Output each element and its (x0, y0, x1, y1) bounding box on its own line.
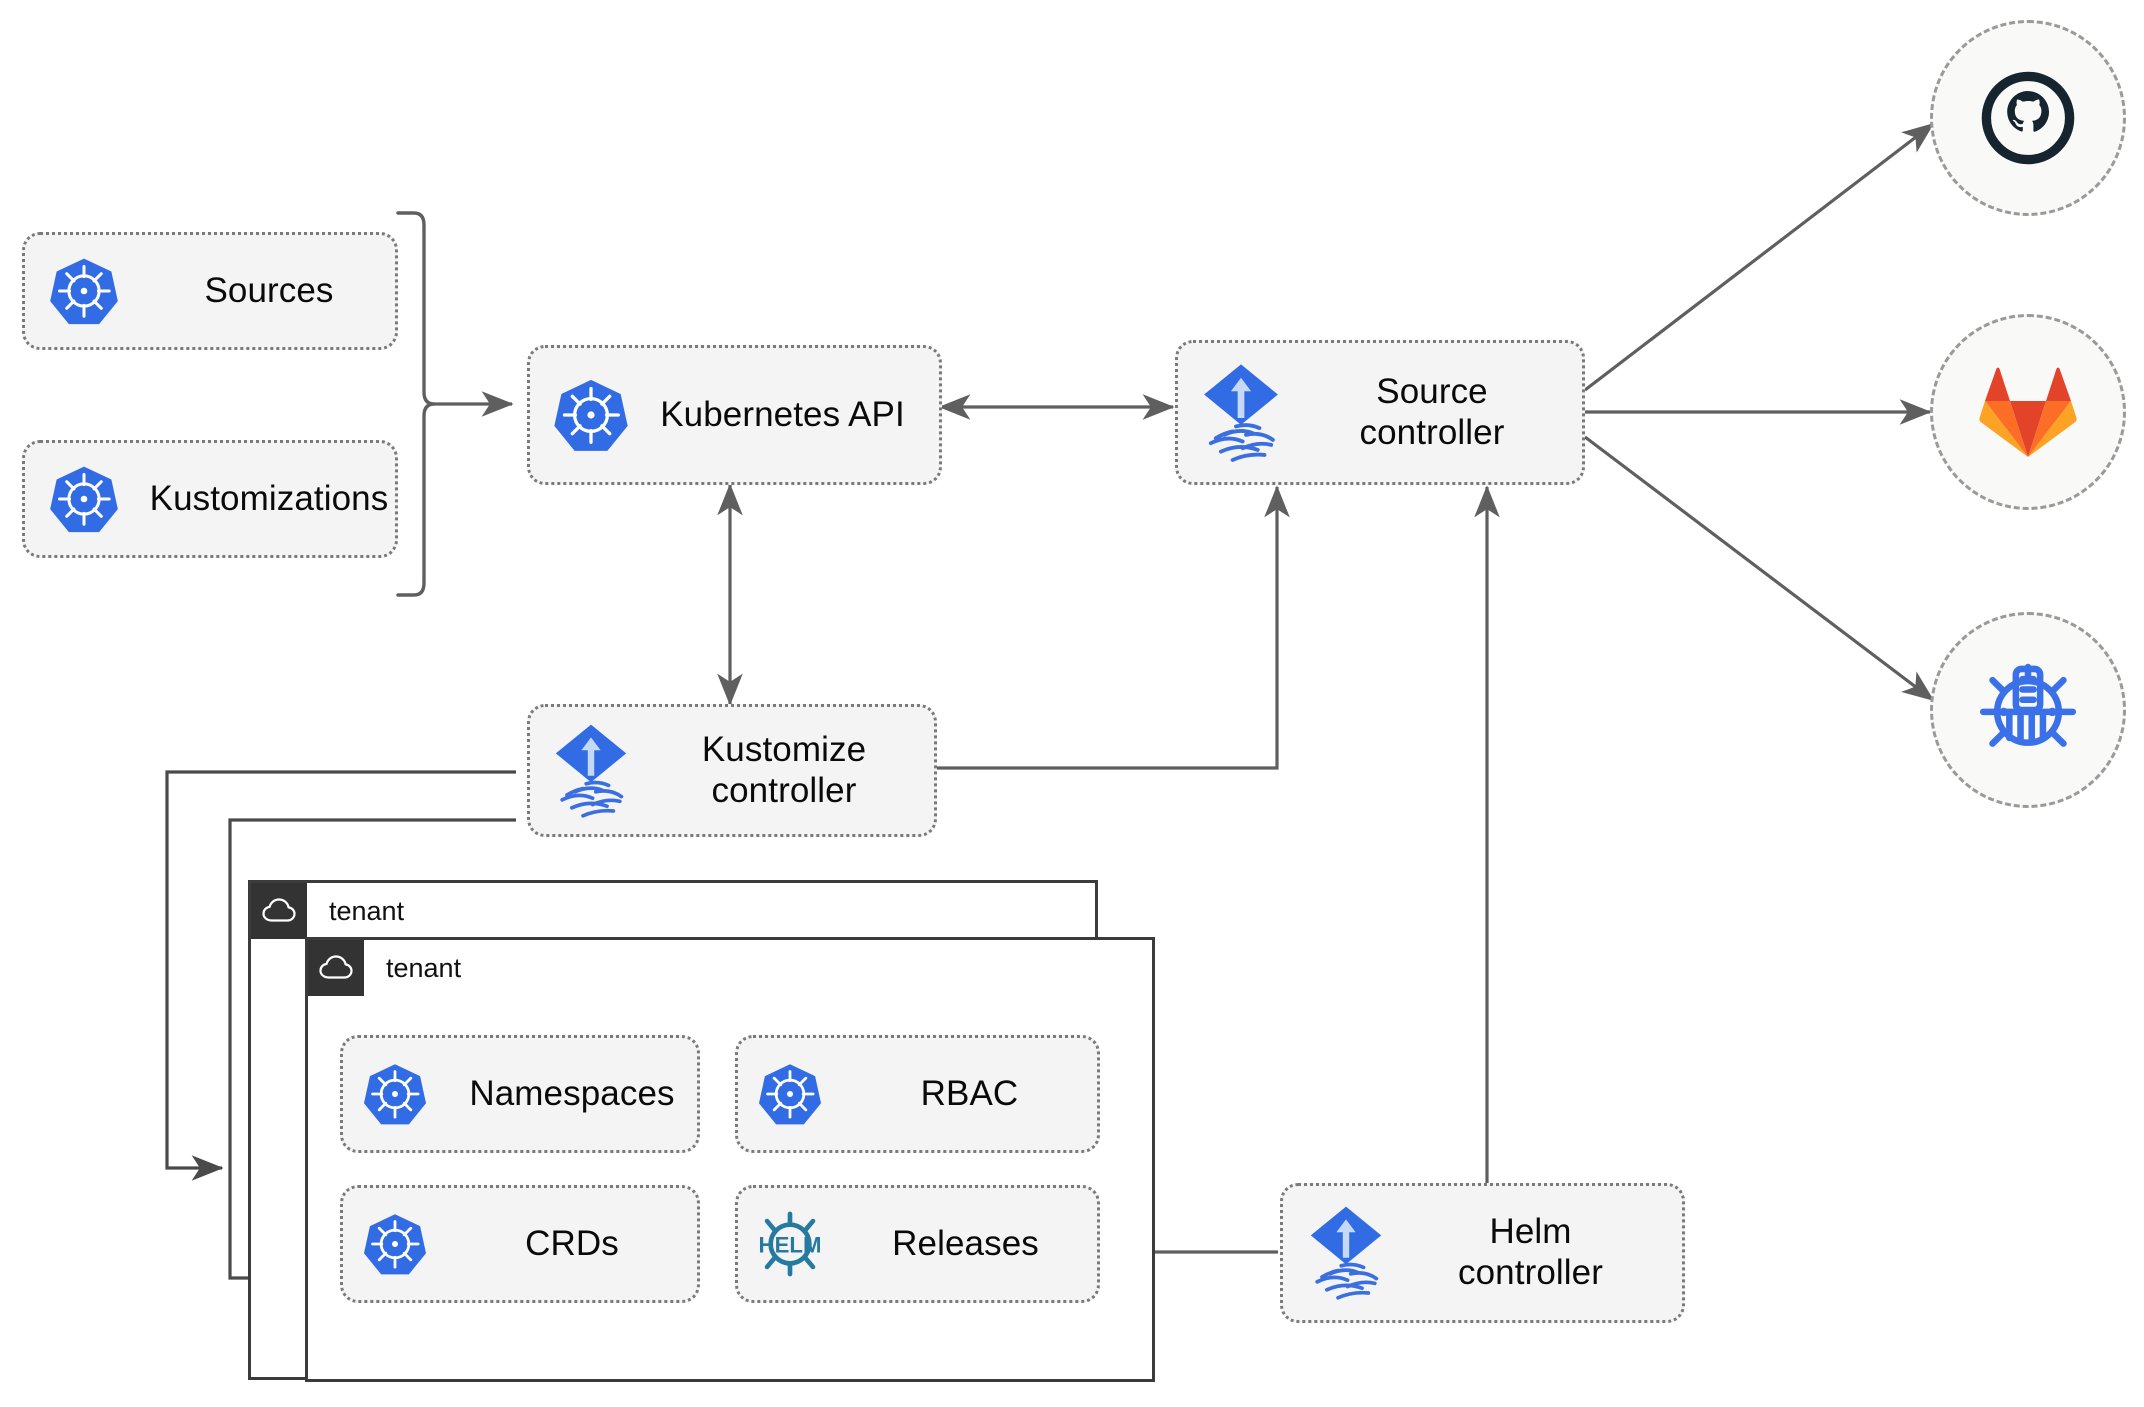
tenant-label-front: tenant (386, 952, 462, 983)
svg-text:HELM: HELM (759, 1233, 822, 1258)
node-namespaces[interactable]: Namespaces (340, 1035, 700, 1153)
gitlab-icon (1979, 367, 2077, 457)
node-label: Namespaces (469, 1073, 675, 1113)
node-source-controller[interactable]: Source controller (1175, 340, 1585, 485)
node-label: Kustomize controller (701, 729, 867, 810)
bucket-icon (1979, 663, 2077, 747)
kubernetes-icon (738, 1061, 842, 1127)
kubernetes-icon (25, 255, 143, 327)
provider-bucket[interactable] (1930, 612, 2126, 808)
tenant-header-front: tenant (308, 940, 461, 996)
cloud-icon (251, 883, 307, 939)
kubernetes-icon (25, 463, 143, 535)
brace-sources-group (396, 211, 436, 597)
tenant-label-back: tenant (329, 895, 405, 926)
node-label: Sources (204, 270, 334, 310)
node-rbac[interactable]: RBAC (735, 1035, 1100, 1153)
wire-source-to-github (1584, 122, 1935, 392)
node-label: Kustomizations (149, 478, 389, 518)
node-sources[interactable]: Sources (22, 232, 398, 350)
node-label: Releases (892, 1223, 1039, 1263)
node-label: RBAC (920, 1073, 1019, 1113)
node-kustomizations[interactable]: Kustomizations (22, 440, 398, 558)
github-icon (1981, 71, 2075, 165)
tenant-header-back: tenant (251, 883, 404, 939)
node-label: CRDs (525, 1223, 619, 1263)
cloud-icon (308, 940, 364, 996)
node-helm-controller[interactable]: Helm controller (1280, 1183, 1685, 1323)
tenant-container-front[interactable]: tenant (305, 937, 1155, 1382)
flux-icon (530, 721, 652, 821)
node-releases[interactable]: HELM Releases (735, 1185, 1100, 1303)
provider-github[interactable] (1930, 20, 2126, 216)
kubernetes-icon (343, 1061, 447, 1127)
wire-source-to-bucket (1584, 435, 1935, 702)
helm-icon: HELM (738, 1208, 842, 1280)
kubernetes-icon (530, 376, 652, 454)
node-label: Helm controller (1458, 1212, 1603, 1292)
node-label: Kubernetes API (660, 394, 905, 434)
wire-kustomize-to-source (936, 485, 1290, 770)
node-kubernetes-api[interactable]: Kubernetes API (527, 345, 942, 485)
node-crds[interactable]: CRDs (340, 1185, 700, 1303)
flux-icon (1178, 361, 1304, 465)
wire-kustomize-to-tenant-back (165, 770, 516, 1181)
node-kustomize-controller[interactable]: Kustomize controller (527, 704, 937, 837)
flux-icon (1283, 1203, 1409, 1303)
provider-gitlab[interactable] (1930, 314, 2126, 510)
node-label: Source controller (1359, 371, 1505, 452)
kubernetes-icon (343, 1211, 447, 1277)
